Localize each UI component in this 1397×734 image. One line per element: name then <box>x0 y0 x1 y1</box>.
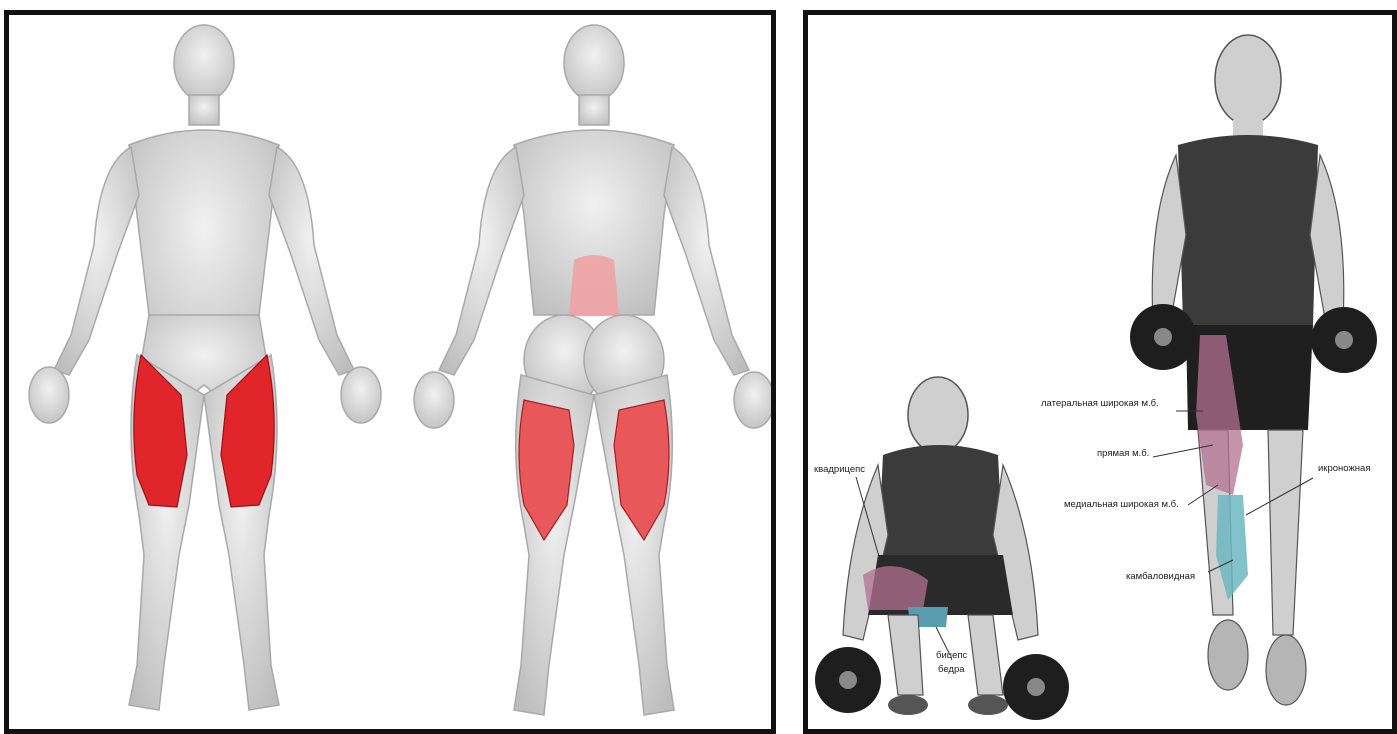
posterior-body-figure <box>414 25 771 715</box>
label-rectus-femoris: прямая м.б. <box>1097 449 1149 459</box>
label-biceps-femoris-line1: бицепс <box>936 651 967 661</box>
anatomy-panel <box>4 10 776 734</box>
label-gastrocnemius: икроножная <box>1318 464 1370 474</box>
exercise-illustration <box>808 15 1392 729</box>
label-soleus: камбаловидная <box>1126 572 1195 582</box>
standing-figure <box>1130 35 1377 705</box>
label-vastus-medialis: медиальная широкая м.б. <box>1064 500 1179 510</box>
anatomy-illustration <box>9 15 771 729</box>
label-quadriceps: квадрицепс <box>814 465 865 475</box>
label-biceps-femoris-line2: бедра <box>938 665 965 675</box>
lower-back-highlight <box>569 255 619 315</box>
anterior-body-figure <box>29 25 381 710</box>
label-vastus-lateralis: латеральная широкая м.б. <box>1041 399 1159 409</box>
exercise-panel: квадрицепс бицепс бедра латеральная широ… <box>803 10 1397 734</box>
